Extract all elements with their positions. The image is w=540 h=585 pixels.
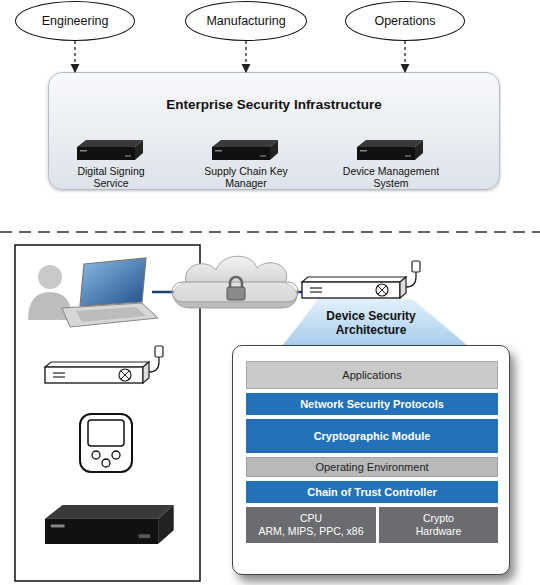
node-label: Operations [374, 14, 435, 28]
layer-band: Network Security Protocols [246, 393, 498, 415]
secure-cloud [172, 256, 298, 308]
lock-body [227, 287, 245, 300]
user-head [38, 265, 62, 289]
node-label: Operating Environment [315, 461, 428, 473]
node-label: Network Security Protocols [300, 398, 444, 410]
dashed-arrow [245, 41, 246, 72]
handheld-icon [80, 414, 132, 472]
layer-band: Applications [246, 361, 498, 389]
stakeholder-ellipse: Engineering [15, 1, 135, 41]
dashed-arrow [74, 41, 75, 72]
handheld-button [92, 451, 100, 459]
server-node: Device Management System [341, 165, 441, 189]
laptop-icon [62, 258, 158, 327]
panel-rack-server [45, 505, 174, 544]
handheld-body [80, 414, 132, 472]
node-label: Chain of Trust Controller [307, 486, 437, 498]
lock-shackle [230, 277, 242, 288]
connector-group [75, 41, 405, 72]
layer-band: Cryptographic Module [246, 419, 498, 453]
handheld-button [102, 459, 110, 467]
stakeholder-ellipse: Operations [345, 1, 465, 41]
hardware-block: Crypto Hardware [379, 507, 498, 543]
server-node: Supply Chain Key Manager [196, 165, 296, 189]
node-label: Digital Signing Service [61, 165, 161, 189]
node-label: ARM, MIPS, PPC, x86 [258, 525, 363, 538]
section-heading: Device Security Architecture [309, 309, 433, 337]
node-label: Applications [342, 369, 401, 381]
handheld-screen [88, 420, 124, 446]
dashed-arrow [404, 41, 405, 72]
node-label: CPU [300, 512, 322, 525]
stakeholder-ellipse: Manufacturing [185, 1, 307, 41]
server-node: Digital Signing Service [61, 165, 161, 189]
panel-appliance [45, 346, 163, 383]
node-label: Cryptographic Module [314, 430, 431, 442]
node-label: Manufacturing [206, 14, 285, 28]
node-label: Enterprise Security Infrastructure [49, 97, 499, 112]
handheld-button [112, 451, 120, 459]
node-label: Engineering [42, 14, 109, 28]
laptop-keyboard [76, 307, 146, 322]
hardware-block: CPUARM, MIPS, PPC, x86 [246, 507, 376, 543]
infrastructure-panel: Enterprise Security InfrastructureDigita… [48, 72, 500, 190]
layer-band: Chain of Trust Controller [246, 481, 498, 503]
layer-band: Operating Environment [246, 457, 498, 477]
architecture-box: Device Security ArchitectureApplications… [232, 345, 510, 575]
zoom-beam [282, 299, 468, 346]
node-label: Supply Chain Key Manager [196, 165, 296, 189]
node-label: Crypto Hardware [409, 512, 469, 538]
vpn-tunnel [172, 282, 298, 302]
laptop-screen [80, 258, 146, 306]
laptop-base [62, 303, 158, 327]
node-label: Device Management System [341, 165, 441, 189]
separator-line [0, 231, 540, 232]
network-appliance [302, 261, 420, 298]
